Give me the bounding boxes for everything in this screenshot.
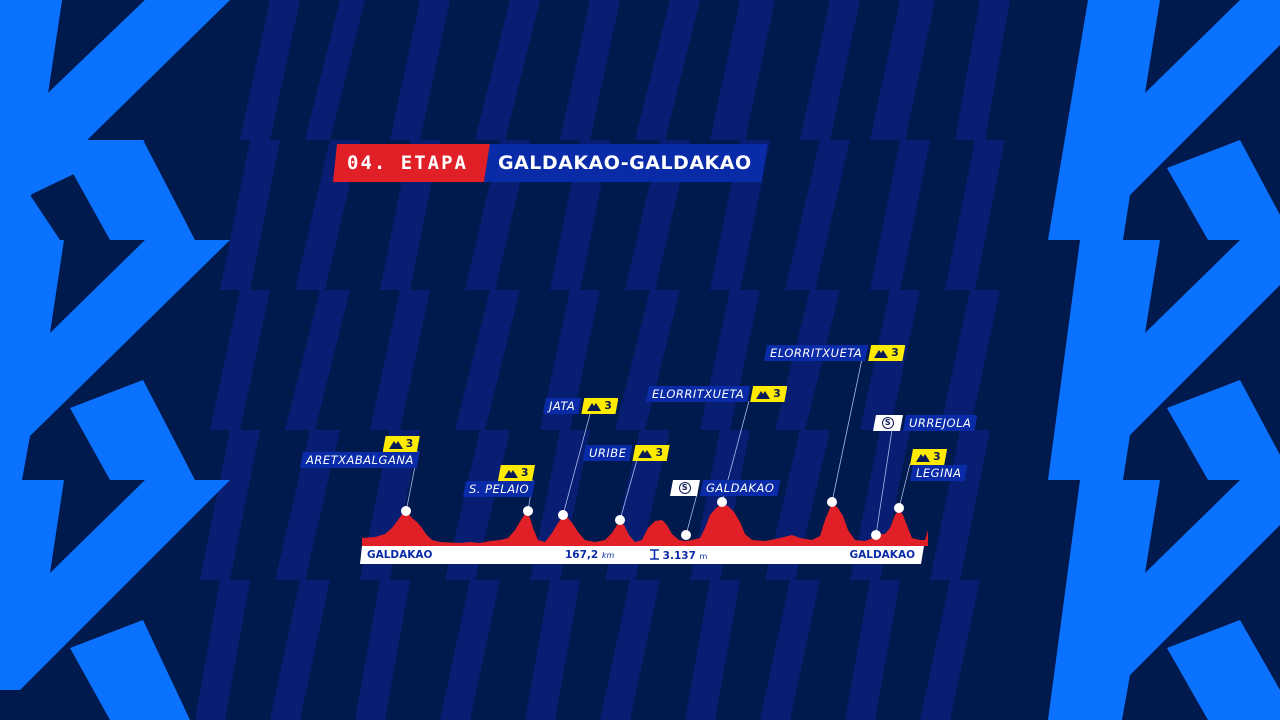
climb-name: ELORRITXUETA xyxy=(764,345,868,361)
mountain-icon xyxy=(587,402,601,411)
category-badge: 3 xyxy=(383,436,420,452)
elevation-gain: 3.137 m xyxy=(650,549,707,562)
category-badge: 3 xyxy=(632,445,669,461)
left-brand-shapes xyxy=(0,0,230,720)
profile-area xyxy=(362,504,928,546)
climb-label-s-pelaio: 3 S. PELAIO xyxy=(463,465,535,497)
sprint-name: GALDAKAO xyxy=(700,480,780,496)
marker-legina xyxy=(894,503,904,513)
profile-baseline: GALDAKAO 167,2 km 3.137 m GALDAKAO xyxy=(360,546,924,564)
marker-elorritxueta-2 xyxy=(827,497,837,507)
marker-jata xyxy=(558,510,568,520)
category-badge: 3 xyxy=(750,386,787,402)
marker-aretxabalgana xyxy=(401,506,411,516)
sprint-badge: S xyxy=(670,480,700,496)
elevation-profile xyxy=(362,358,928,546)
category-badge: 3 xyxy=(868,345,905,361)
category-badge: 3 xyxy=(498,465,535,481)
climb-label-jata: JATA 3 xyxy=(543,398,618,414)
sprint-badge: S xyxy=(873,415,903,431)
climb-name: ARETXABALGANA xyxy=(300,452,420,468)
stage-title-bar: 04. ETAPA GALDAKAO-GALDAKAO xyxy=(333,144,768,182)
marker-urrejola xyxy=(871,530,881,540)
climb-name: S. PELAIO xyxy=(463,481,535,497)
climb-name: ELORRITXUETA xyxy=(646,386,750,402)
right-brand-shapes xyxy=(1048,0,1280,720)
category-badge: 3 xyxy=(581,398,618,414)
climb-label-aretxabalgana: 3 ARETXABALGANA xyxy=(300,436,420,468)
stage-route: GALDAKAO-GALDAKAO xyxy=(484,144,768,182)
mountain-icon xyxy=(916,453,930,462)
climb-name: URIBE xyxy=(583,445,632,461)
profile-markers xyxy=(401,497,904,540)
distance: 167,2 km xyxy=(565,549,615,561)
finish-town: GALDAKAO xyxy=(849,549,915,561)
profile-lines xyxy=(405,358,911,536)
mountain-icon xyxy=(504,469,518,478)
climb-name: JATA xyxy=(543,398,581,414)
climb-name: LEGINA xyxy=(910,465,967,481)
marker-uribe xyxy=(615,515,625,525)
marker-elorritxueta-1 xyxy=(717,497,727,507)
sprint-label-urrejola: S URREJOLA xyxy=(873,415,977,431)
marker-galdakao-sprint xyxy=(681,530,691,540)
climb-label-elorritxueta-1: ELORRITXUETA 3 xyxy=(646,386,787,402)
climb-label-legina: 3 LEGINA xyxy=(910,449,967,481)
mountain-icon xyxy=(756,390,770,399)
climb-label-elorritxueta-2: ELORRITXUETA 3 xyxy=(764,345,905,361)
sprint-name: URREJOLA xyxy=(903,415,977,431)
mountain-icon xyxy=(638,449,652,458)
marker-s-pelaio xyxy=(523,506,533,516)
elevation-bar-icon xyxy=(650,549,659,560)
sprint-label-galdakao: S GALDAKAO xyxy=(670,480,780,496)
category-badge: 3 xyxy=(910,449,947,465)
climb-label-uribe: URIBE 3 xyxy=(583,445,670,461)
mountain-icon xyxy=(389,440,403,449)
sprint-s-icon: S xyxy=(882,417,894,429)
sprint-s-icon: S xyxy=(679,482,691,494)
stage-number: 04. ETAPA xyxy=(333,144,490,182)
start-town: GALDAKAO xyxy=(367,549,433,561)
mountain-icon xyxy=(874,349,888,358)
